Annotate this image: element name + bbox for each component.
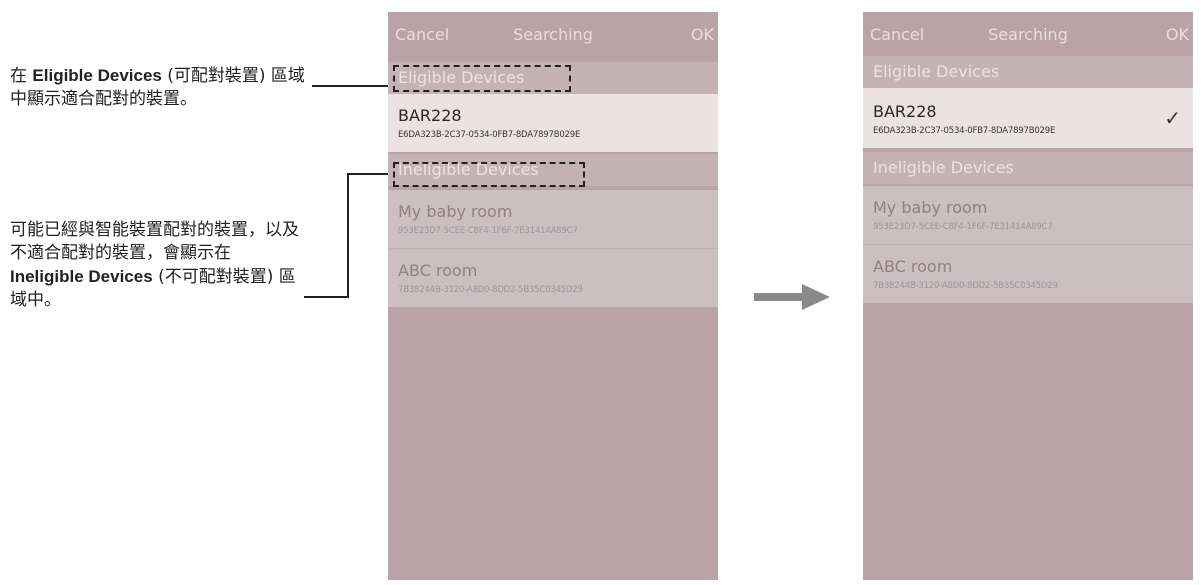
section-label-eligible: Eligible Devices: [873, 62, 1000, 81]
device-name: BAR228: [873, 102, 937, 121]
highlight-box-ineligible: [393, 162, 585, 187]
device-row-selected[interactable]: BAR228 E6DA323B-2C37-0534-0FB7-8DA7897B0…: [863, 88, 1193, 148]
section-header-ineligible: Ineligible Devices: [863, 152, 1193, 184]
row-divider: [388, 248, 718, 249]
section-label-ineligible: Ineligible Devices: [873, 158, 1014, 177]
device-id: 953E23D7-5CEE-C8F4-1F6F-7E31414A89C7: [398, 226, 578, 236]
cancel-button[interactable]: Cancel: [395, 25, 450, 44]
ok-button[interactable]: OK: [690, 25, 714, 44]
title: Searching: [988, 25, 1068, 44]
device-name: My baby room: [398, 202, 513, 221]
device-row[interactable]: My baby room 953E23D7-5CEE-C8F4-1F6F-7E3…: [863, 186, 1193, 244]
annotation-eligible-term: Eligible Devices: [32, 66, 162, 85]
top-bar: Searching Cancel OK: [863, 12, 1193, 56]
device-id: 7B38244B-3120-A8D0-8DD2-5B35C0345D29: [398, 285, 583, 295]
device-name: ABC room: [398, 261, 478, 280]
annotation-eligible-suffix: (可配對裝置) 區域中顯示適合配對的裝置。: [10, 66, 305, 109]
device-row[interactable]: BAR228 E6DA323B-2C37-0534-0FB7-8DA7897B0…: [388, 94, 718, 152]
annotation-ineligible-suffix: (不可配對裝置) 區域中。: [10, 267, 296, 310]
highlight-box-eligible: [393, 65, 571, 92]
section-label-ineligible: Ineligible Devices: [398, 160, 539, 179]
annotation-ineligible-term: Ineligible Devices: [10, 267, 153, 286]
phone-screen-selected: Searching Cancel OK Eligible Devices BAR…: [863, 12, 1193, 580]
cancel-button[interactable]: Cancel: [870, 25, 925, 44]
section-label-eligible: Eligible Devices: [398, 68, 525, 87]
device-id: E6DA323B-2C37-0534-0FB7-8DA7897B029E: [873, 126, 1056, 136]
annotation-ineligible: 可能已經與智能裝置配對的裝置，以及不適合配對的裝置，會顯示在 Ineligibl…: [10, 219, 310, 312]
top-bar: Searching Cancel OK: [388, 12, 718, 56]
device-id: 953E23D7-5CEE-C8F4-1F6F-7E31414A89C7: [873, 222, 1053, 232]
annotation-eligible-prefix: 在: [10, 66, 33, 86]
device-name: My baby room: [873, 198, 988, 217]
section-header-ineligible: Ineligible Devices: [388, 154, 718, 186]
ok-button[interactable]: OK: [1165, 25, 1189, 44]
checkmark-icon: ✓: [1164, 106, 1181, 130]
annotation-eligible: 在 Eligible Devices (可配對裝置) 區域中顯示適合配對的裝置。: [10, 64, 310, 111]
annotation-ineligible-prefix: 可能已經與智能裝置配對的裝置，以及不適合配對的裝置，會顯示在: [10, 220, 299, 263]
right-arrow-icon: [754, 284, 830, 310]
row-divider: [863, 244, 1193, 245]
title: Searching: [513, 25, 593, 44]
section-header-eligible: Eligible Devices: [388, 62, 718, 94]
device-name: ABC room: [873, 257, 953, 276]
device-id: E6DA323B-2C37-0534-0FB7-8DA7897B029E: [398, 130, 581, 140]
device-row[interactable]: ABC room 7B38244B-3120-A8D0-8DD2-5B35C03…: [388, 249, 718, 307]
leader-line-ineligible: [304, 173, 394, 298]
phone-screen-searching: Searching Cancel OK Eligible Devices BAR…: [388, 12, 718, 580]
device-id: 7B38244B-3120-A8D0-8DD2-5B35C0345D29: [873, 281, 1058, 291]
section-header-eligible: Eligible Devices: [863, 56, 1193, 88]
device-row[interactable]: ABC room 7B38244B-3120-A8D0-8DD2-5B35C03…: [863, 245, 1193, 303]
device-row[interactable]: My baby room 953E23D7-5CEE-C8F4-1F6F-7E3…: [388, 190, 718, 248]
device-name: BAR228: [398, 106, 462, 125]
